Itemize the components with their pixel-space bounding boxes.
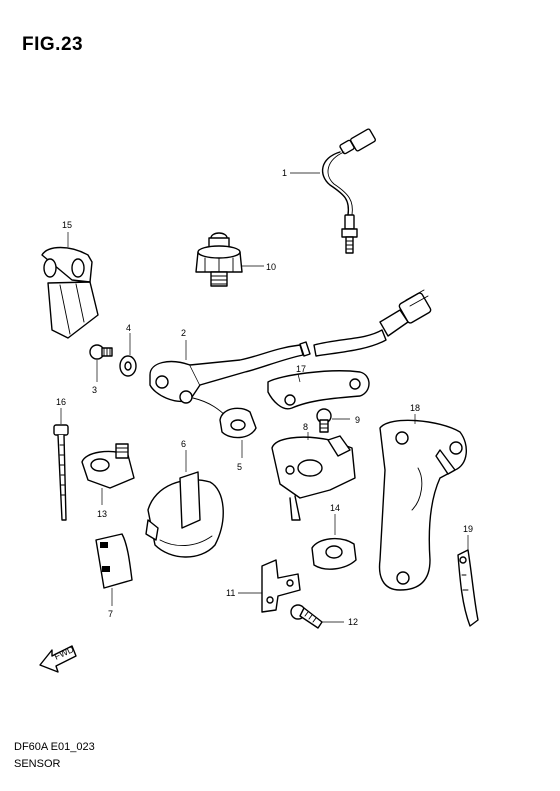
part-14-clamp[interactable] <box>311 537 357 570</box>
part-15-boot[interactable] <box>41 246 99 339</box>
callout-7: 7 <box>108 609 113 619</box>
callout-9: 9 <box>355 415 360 425</box>
callout-13: 13 <box>97 509 107 519</box>
callout-3: 3 <box>92 385 97 395</box>
callout-16: 16 <box>56 397 66 407</box>
callout-14: 14 <box>330 503 340 513</box>
callout-6: 6 <box>181 439 186 449</box>
part-2-position-sensor[interactable] <box>149 341 311 419</box>
part-17-bracket[interactable] <box>267 370 370 410</box>
part-7-plate[interactable] <box>95 533 133 589</box>
callout-2: 2 <box>181 328 186 338</box>
callout-1: 1 <box>282 168 287 178</box>
part-11-bracket[interactable] <box>261 559 301 613</box>
part-16-cable-tie[interactable] <box>53 424 69 521</box>
part-3-bolt[interactable] <box>89 344 113 360</box>
figure-title: FIG.23 <box>22 34 84 55</box>
part-5-clip[interactable] <box>219 407 257 439</box>
part-18-large-bracket[interactable] <box>378 419 467 591</box>
part-10-pressure-switch[interactable] <box>195 232 243 287</box>
callout-4: 4 <box>126 323 131 333</box>
part-13-clamp[interactable] <box>81 443 135 489</box>
callout-5: 5 <box>237 462 242 472</box>
figure-name: SENSOR <box>14 758 61 770</box>
leader-17 <box>297 373 301 383</box>
part-12-bolt[interactable] <box>290 604 323 629</box>
callout-17: 17 <box>296 364 306 374</box>
part-6-cover[interactable] <box>145 471 224 558</box>
callout-10: 10 <box>266 262 276 272</box>
callout-18: 18 <box>410 403 420 413</box>
fwd-arrow-icon: FWD <box>39 644 77 673</box>
part-19-strap[interactable] <box>457 549 479 627</box>
callout-11: 11 <box>226 588 235 598</box>
part-9-bolt[interactable] <box>316 408 332 433</box>
callout-8: 8 <box>303 422 308 432</box>
part-8-sensor-holder[interactable] <box>271 435 356 521</box>
figure-code: DF60A E01_023 <box>14 741 95 753</box>
callout-15: 15 <box>62 220 72 230</box>
part-4-washer[interactable] <box>119 355 137 377</box>
callout-19: 19 <box>463 524 473 534</box>
part-2-cable-connector[interactable] <box>313 289 432 357</box>
callout-12: 12 <box>348 617 358 627</box>
part-1-sensor-lead[interactable] <box>321 128 376 254</box>
